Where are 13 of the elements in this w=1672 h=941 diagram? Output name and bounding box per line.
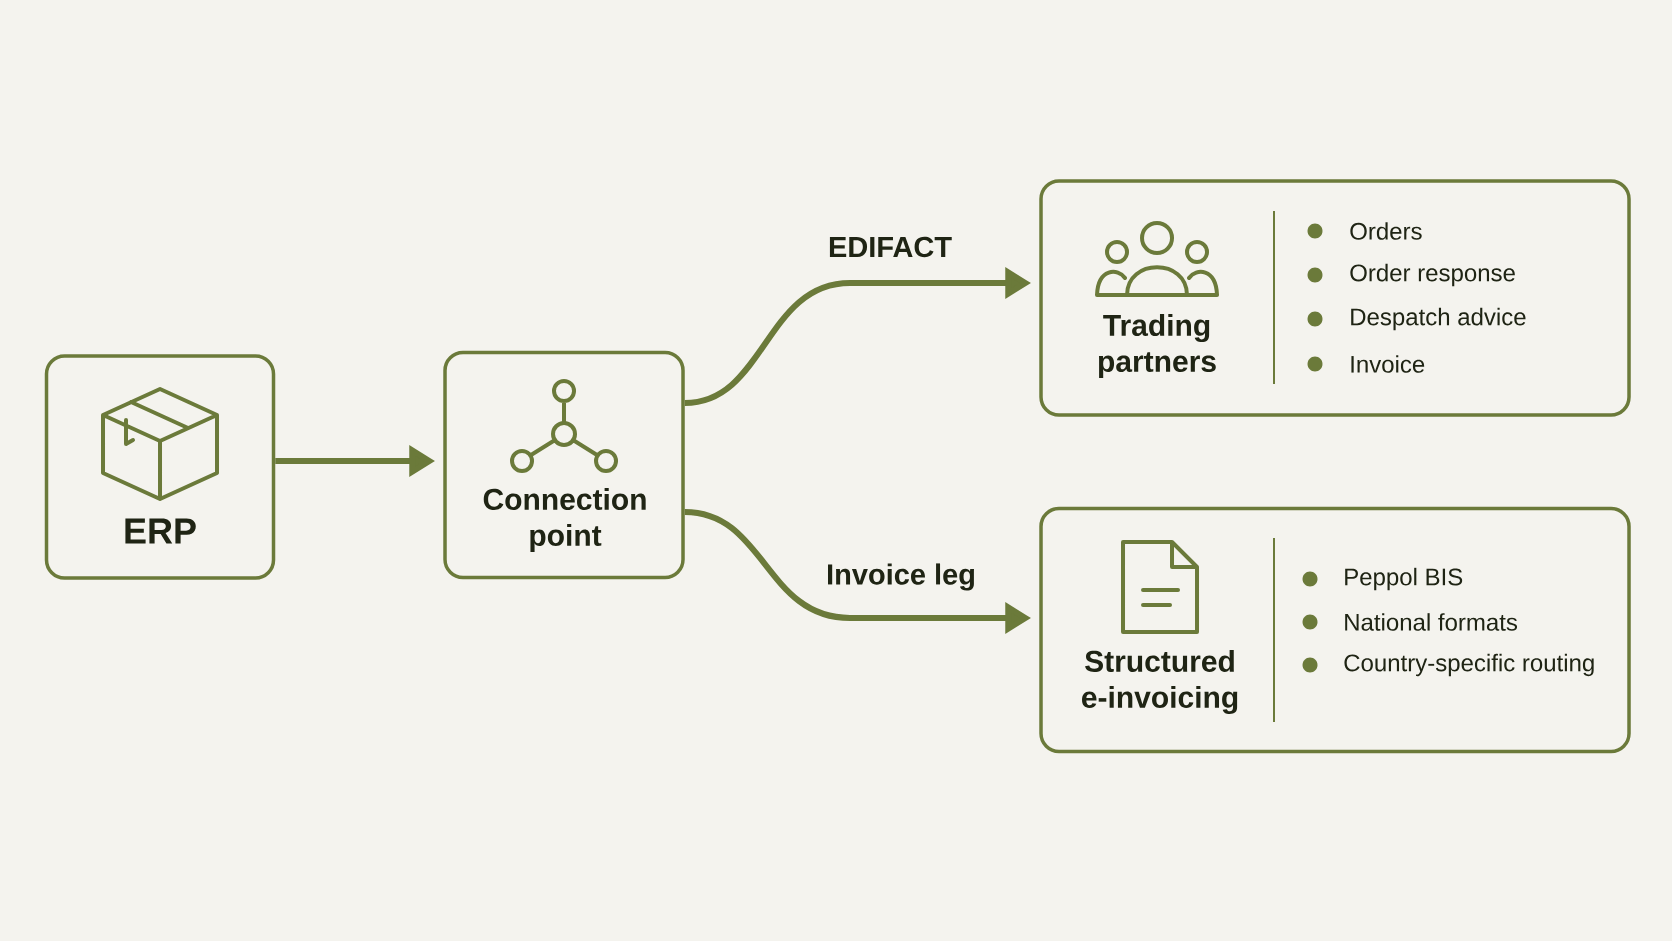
list-item: Despatch advice bbox=[1307, 307, 1526, 331]
list-item: Invoice bbox=[1307, 355, 1425, 373]
list-item: Country-specific routing bbox=[1302, 653, 1594, 677]
edge-label: Invoice leg bbox=[823, 560, 979, 594]
box-heading: Connection point bbox=[483, 488, 646, 552]
list-item: Order response bbox=[1307, 263, 1515, 287]
box-heading: Structured e-invoicing bbox=[1082, 649, 1238, 715]
list-item: National formats bbox=[1302, 613, 1518, 631]
list-item: Orders bbox=[1307, 222, 1422, 240]
box-heading: Trading partners bbox=[1098, 314, 1216, 378]
list-item: Peppol BIS bbox=[1302, 567, 1463, 591]
edge-label: EDIFACT bbox=[825, 233, 956, 261]
box-heading: ERP bbox=[125, 518, 196, 544]
